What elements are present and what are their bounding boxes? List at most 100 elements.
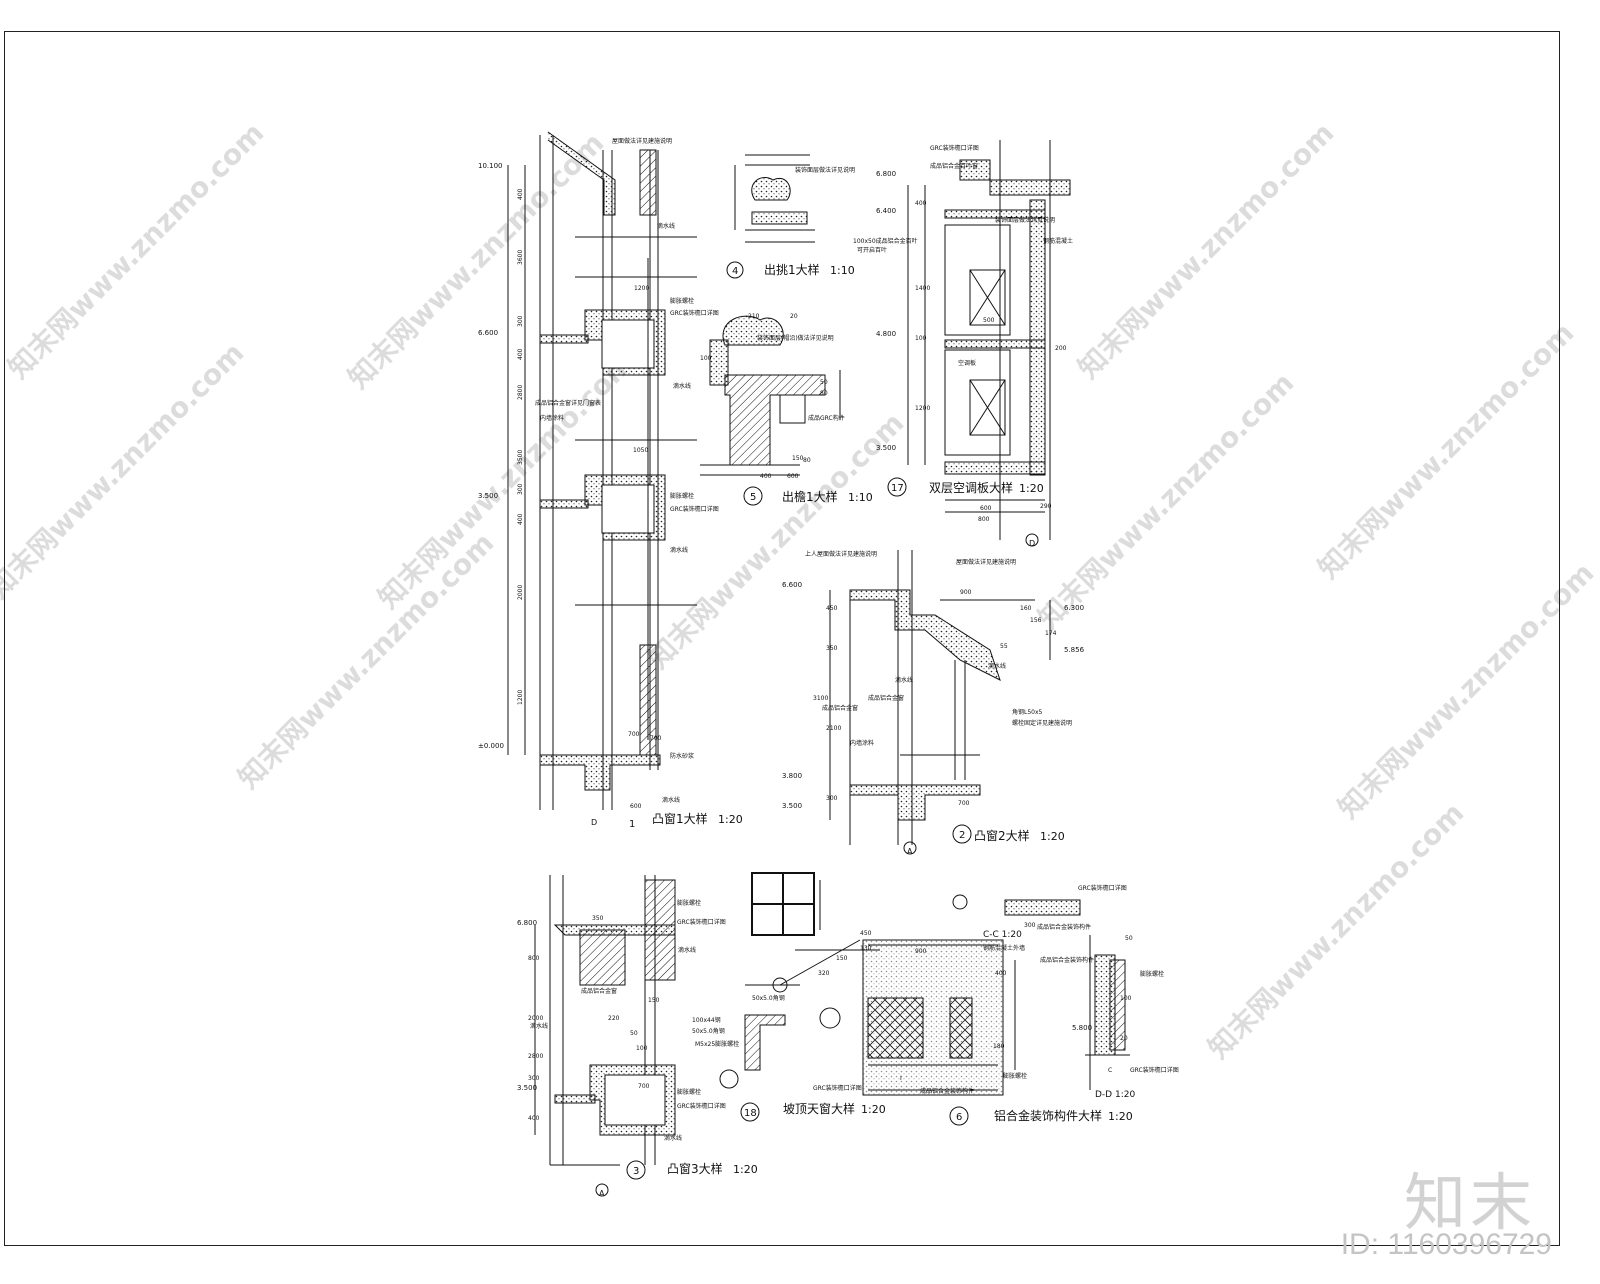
dimension: 220 xyxy=(608,1015,620,1022)
annotation-note: 装饰面层(帽沿)做法详见说明 xyxy=(757,334,834,342)
detail-title: 出檐1大样 xyxy=(782,489,838,504)
annotation-note: 滴水线 xyxy=(657,222,675,230)
detail-3 xyxy=(534,875,676,1197)
annotation-note: 成品铝合金百叶窗 xyxy=(930,162,978,170)
annotation-note: 100x50成品铝合金百叶 xyxy=(853,237,918,245)
annotation-note: GRC装饰檐口详图 xyxy=(670,309,719,317)
annotation-note: GRC装饰檐口详图 xyxy=(670,505,719,513)
dimension: 600 xyxy=(787,473,799,480)
dimension: 3500 xyxy=(517,450,524,465)
elevation-mark: 6.600 xyxy=(782,581,802,589)
annotation-note: 滴水线 xyxy=(988,662,1006,670)
dimension: 300 xyxy=(1024,922,1036,929)
detail-number: 6 xyxy=(956,1112,962,1123)
detail-scale: 1:20 xyxy=(733,1163,758,1176)
drawing-border xyxy=(4,31,1560,1246)
dimension: 400 xyxy=(517,188,524,200)
dimension: 100 xyxy=(700,355,712,362)
elevation-mark: 6.600 xyxy=(478,329,498,337)
detail-number: 5 xyxy=(750,492,756,503)
annotation-note: 成品GRC构件 xyxy=(808,414,845,422)
elevation-mark: 5.800 xyxy=(1072,1024,1092,1032)
detail-scale: 1:20 xyxy=(718,813,743,826)
annotation-note: 膨胀螺栓 xyxy=(1140,970,1164,978)
detail-title: 凸窗2大样 xyxy=(974,828,1030,843)
annotation-note: 滴水线 xyxy=(662,796,680,804)
watermark-id: ID: 1160396729 xyxy=(1340,1228,1552,1261)
annotation-note: 可开启百叶 xyxy=(857,246,887,254)
detail-title: 凸窗1大样 xyxy=(652,811,708,826)
annotation-note: 防水砂浆 xyxy=(670,752,694,760)
dimension: 50 xyxy=(820,379,828,386)
annotation-note: GRC装饰檐口详图 xyxy=(930,144,979,152)
dimension: 400 xyxy=(995,970,1007,977)
dimension: 700 xyxy=(650,735,662,742)
detail-scale: 1:20 xyxy=(1019,482,1044,495)
annotation-note: 成品铝合金装饰构件 xyxy=(920,1087,974,1095)
dimension: Ⅰ xyxy=(900,1075,902,1082)
detail-number: 3 xyxy=(633,1166,639,1177)
axis-marker: A xyxy=(907,847,913,856)
dimension: 130 xyxy=(860,945,872,952)
dimension: 50 xyxy=(1125,935,1133,942)
annotation-note: GRC装饰檐口详图 xyxy=(677,918,726,926)
dimension: 2800 xyxy=(528,1053,543,1060)
dimension: 300 xyxy=(517,483,524,495)
dimension: 1400 xyxy=(915,285,930,292)
detail-5 xyxy=(700,315,841,506)
detail-4 xyxy=(726,154,815,279)
annotation-note: 成品铝合金装饰构件 xyxy=(1040,956,1094,964)
dimension: 300 xyxy=(517,315,524,327)
annotation-note: 装饰面层做法详见说明 xyxy=(795,166,855,174)
dimension: 350 xyxy=(592,915,604,922)
dimension: 55 xyxy=(1000,643,1008,650)
elevation-mark: 3.800 xyxy=(782,772,802,780)
dimension: 350 xyxy=(826,645,838,652)
dimension: 200 xyxy=(1055,345,1067,352)
annotation-note: 膨胀螺栓 xyxy=(1003,1072,1027,1080)
dimension: 320 xyxy=(818,970,830,977)
elevation-mark: 3.500 xyxy=(782,802,802,810)
annotation-note: 膨胀螺栓 xyxy=(670,297,694,305)
detail-number: 1 xyxy=(629,819,635,830)
annotation-note: 膨胀螺栓 xyxy=(677,1088,701,1096)
annotation-note: 成品铝合金装饰构件 xyxy=(1037,923,1091,931)
dimension: 700 xyxy=(958,800,970,807)
annotation-note: M5x25膨胀螺栓 xyxy=(695,1040,739,1048)
detail-scale: 1:10 xyxy=(830,264,855,277)
annotation-note: 滴水线 xyxy=(673,382,691,390)
section-label: D-D 1:20 xyxy=(1095,1090,1135,1100)
dimension: 100 xyxy=(636,1045,648,1052)
annotation-note: 滴水线 xyxy=(664,1134,682,1142)
dimension: 150 xyxy=(648,997,660,1004)
annotation-note: 滴水线 xyxy=(895,676,913,684)
annotation-note: 滴水线 xyxy=(678,946,696,954)
elevation-mark: 5.856 xyxy=(1064,646,1085,654)
detail-17 xyxy=(887,140,1071,547)
detail-number: 18 xyxy=(744,1108,757,1119)
dimension: 160 xyxy=(1020,605,1032,612)
dimension: 150 xyxy=(836,955,848,962)
annotation-note: 空调板 xyxy=(958,359,976,367)
annotation-note: 内墙涂料 xyxy=(540,414,564,422)
annotation-note: 成品铝合金窗详见门窗表 xyxy=(535,399,601,407)
dimension: 500 xyxy=(983,317,995,324)
elevation-mark: 3.500 xyxy=(478,492,498,500)
annotation-note: 成品铝合金窗 xyxy=(868,694,904,702)
annotation-note: GRC装饰檐口详图 xyxy=(677,1102,726,1110)
dimension: 156 xyxy=(1030,617,1042,624)
dimension: 1200 xyxy=(634,285,649,292)
axis-marker: D xyxy=(1029,539,1035,548)
elevation-mark: 3.500 xyxy=(517,1084,537,1092)
dimension: 1200 xyxy=(517,690,524,705)
elevation-mark: 6.800 xyxy=(876,170,896,178)
annotation-note: 50x5.0角钢 xyxy=(692,1027,725,1035)
detail-title: 凸窗3大样 xyxy=(667,1161,723,1176)
annotation-note: 100x44钢 xyxy=(692,1016,721,1024)
dimension: 900 xyxy=(960,589,972,596)
elevation-mark: 3.500 xyxy=(876,444,896,452)
dimension: 700 xyxy=(638,1083,650,1090)
elevation-mark: 6.800 xyxy=(517,919,537,927)
